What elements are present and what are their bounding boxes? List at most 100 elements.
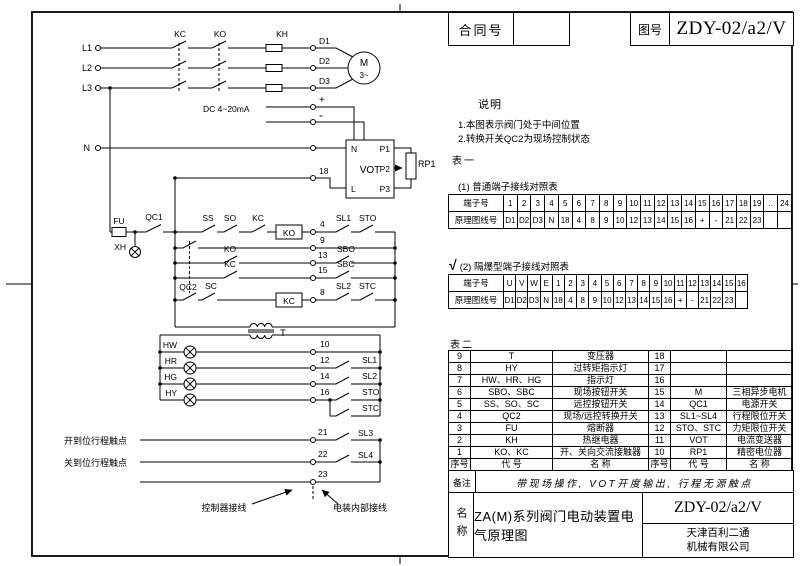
schematic-label: 22 xyxy=(318,449,328,459)
component-cell: 三相异步电机 xyxy=(726,386,793,399)
internal-wiring-arrow xyxy=(321,489,339,505)
terminal-cell: 16 xyxy=(681,211,696,229)
terminal-row-header: 端子号 xyxy=(448,274,504,292)
contract-no-box: 合同号 xyxy=(448,12,570,46)
terminal-cell: 22 xyxy=(735,211,751,229)
terminal-cell: 23 xyxy=(749,211,765,229)
terminal-cell: 3 xyxy=(576,274,590,292)
annotation-arrows xyxy=(251,164,403,505)
terminal xyxy=(310,397,316,403)
schematic-label: XH xyxy=(114,242,126,252)
terminal xyxy=(310,85,316,91)
terminal-cell: 24 xyxy=(777,194,792,212)
terminal-cell: 10 xyxy=(626,194,642,212)
component-cell: HW、HR、HG xyxy=(470,374,553,387)
component-header-cell: 序号 xyxy=(448,458,471,471)
terminal-cell: 14 xyxy=(653,211,669,229)
terminal-cell: 16 xyxy=(661,291,675,309)
schematic-label: T xyxy=(280,328,286,339)
terminal-cell: 15 xyxy=(649,291,663,309)
schematic-label: 开到位行程触点 xyxy=(64,435,127,446)
schematic-label: 13 xyxy=(318,250,328,260)
terminal xyxy=(310,65,316,71)
component-cell: 8 xyxy=(448,362,471,375)
schematic-label: N xyxy=(351,144,357,154)
component-header-row: 序号代 号名 称序号代 号名 称 xyxy=(448,458,793,471)
schematic-label: SL3 xyxy=(358,428,373,438)
component-cell: 电源开关 xyxy=(726,398,793,411)
terminal xyxy=(310,119,316,125)
component-cell: 远控按钮开关 xyxy=(552,398,649,411)
component-cell: QC1 xyxy=(670,398,727,411)
component-cell xyxy=(670,350,727,363)
terminal-row-header: 原理图线号 xyxy=(448,211,504,229)
terminal xyxy=(310,229,316,235)
schematic-label: 8 xyxy=(320,287,325,297)
schematic-label: 10 xyxy=(320,339,330,349)
schematic-label: L2 xyxy=(82,63,92,73)
schematic-label: 23 xyxy=(318,469,328,479)
component-cell: FU xyxy=(470,422,553,435)
terminal-cell: E xyxy=(539,274,553,292)
drawing-title: ZA(M)系列阀门电动装置电气原理图 xyxy=(474,493,643,557)
terminal-cell: 12 xyxy=(626,211,642,229)
component-header-cell: 名 称 xyxy=(552,458,649,471)
component-cell: 4 xyxy=(448,410,471,423)
terminal xyxy=(310,365,316,371)
terminal xyxy=(310,275,316,281)
remark-label: 备注 xyxy=(449,471,476,493)
terminal-table-normal-caption: (1) 普通端子接线对照表 xyxy=(458,182,558,193)
schematic-label: 电装内部接线 xyxy=(333,502,387,513)
transformer-secondary-coil xyxy=(249,334,273,340)
component-cell: 1 xyxy=(448,446,471,459)
schematic-label: KO xyxy=(283,228,296,238)
lamp-crosses xyxy=(130,247,195,405)
terminal-cell: 4 xyxy=(563,291,578,309)
schematic-label: STC xyxy=(359,281,376,291)
schematic-label: STO xyxy=(362,387,380,397)
terminal-cell: 9 xyxy=(588,291,602,309)
schematic-label: HG xyxy=(164,372,177,382)
terminal-cell: D3 xyxy=(527,291,541,309)
schematic-symbols xyxy=(95,44,417,485)
terminal-cell: - xyxy=(708,211,724,229)
terminal-cell: 14 xyxy=(637,291,651,309)
component-cell: 15 xyxy=(648,386,671,399)
schematic-label: N xyxy=(84,143,91,153)
supply-terminal xyxy=(95,145,101,151)
schematic-label: P1 xyxy=(380,144,391,154)
component-cell: 9 xyxy=(448,350,471,363)
terminal-cell: 10 xyxy=(612,211,628,229)
schematic-label: KC xyxy=(174,29,186,39)
terminal-cell: 8 xyxy=(598,194,614,212)
terminal-cell: 12 xyxy=(653,194,669,212)
name-label: 名称 xyxy=(455,507,467,543)
kc-coil-symbol xyxy=(275,292,303,308)
terminal-cell: 18 xyxy=(735,194,751,212)
terminal xyxy=(310,245,316,251)
component-cell: 6 xyxy=(448,386,471,399)
component-cell: 13 xyxy=(648,410,671,423)
component-cell: 11 xyxy=(648,434,671,447)
terminal-cell: 14 xyxy=(710,274,724,292)
terminal-cell: 8 xyxy=(637,274,651,292)
terminal xyxy=(310,145,316,151)
component-cell: 14 xyxy=(648,398,671,411)
schematic-label: KC xyxy=(252,213,264,223)
terminal-cell: 3 xyxy=(530,194,546,212)
schematic-label: KH xyxy=(276,29,288,39)
schematic-label: 控制器接线 xyxy=(201,502,246,513)
component-cell xyxy=(670,374,727,387)
component-cell: SS、SO、SC xyxy=(470,398,553,411)
terminal-cell xyxy=(763,211,779,229)
mechanical-link-dashed xyxy=(178,43,314,500)
fuse-symbol xyxy=(111,227,127,237)
